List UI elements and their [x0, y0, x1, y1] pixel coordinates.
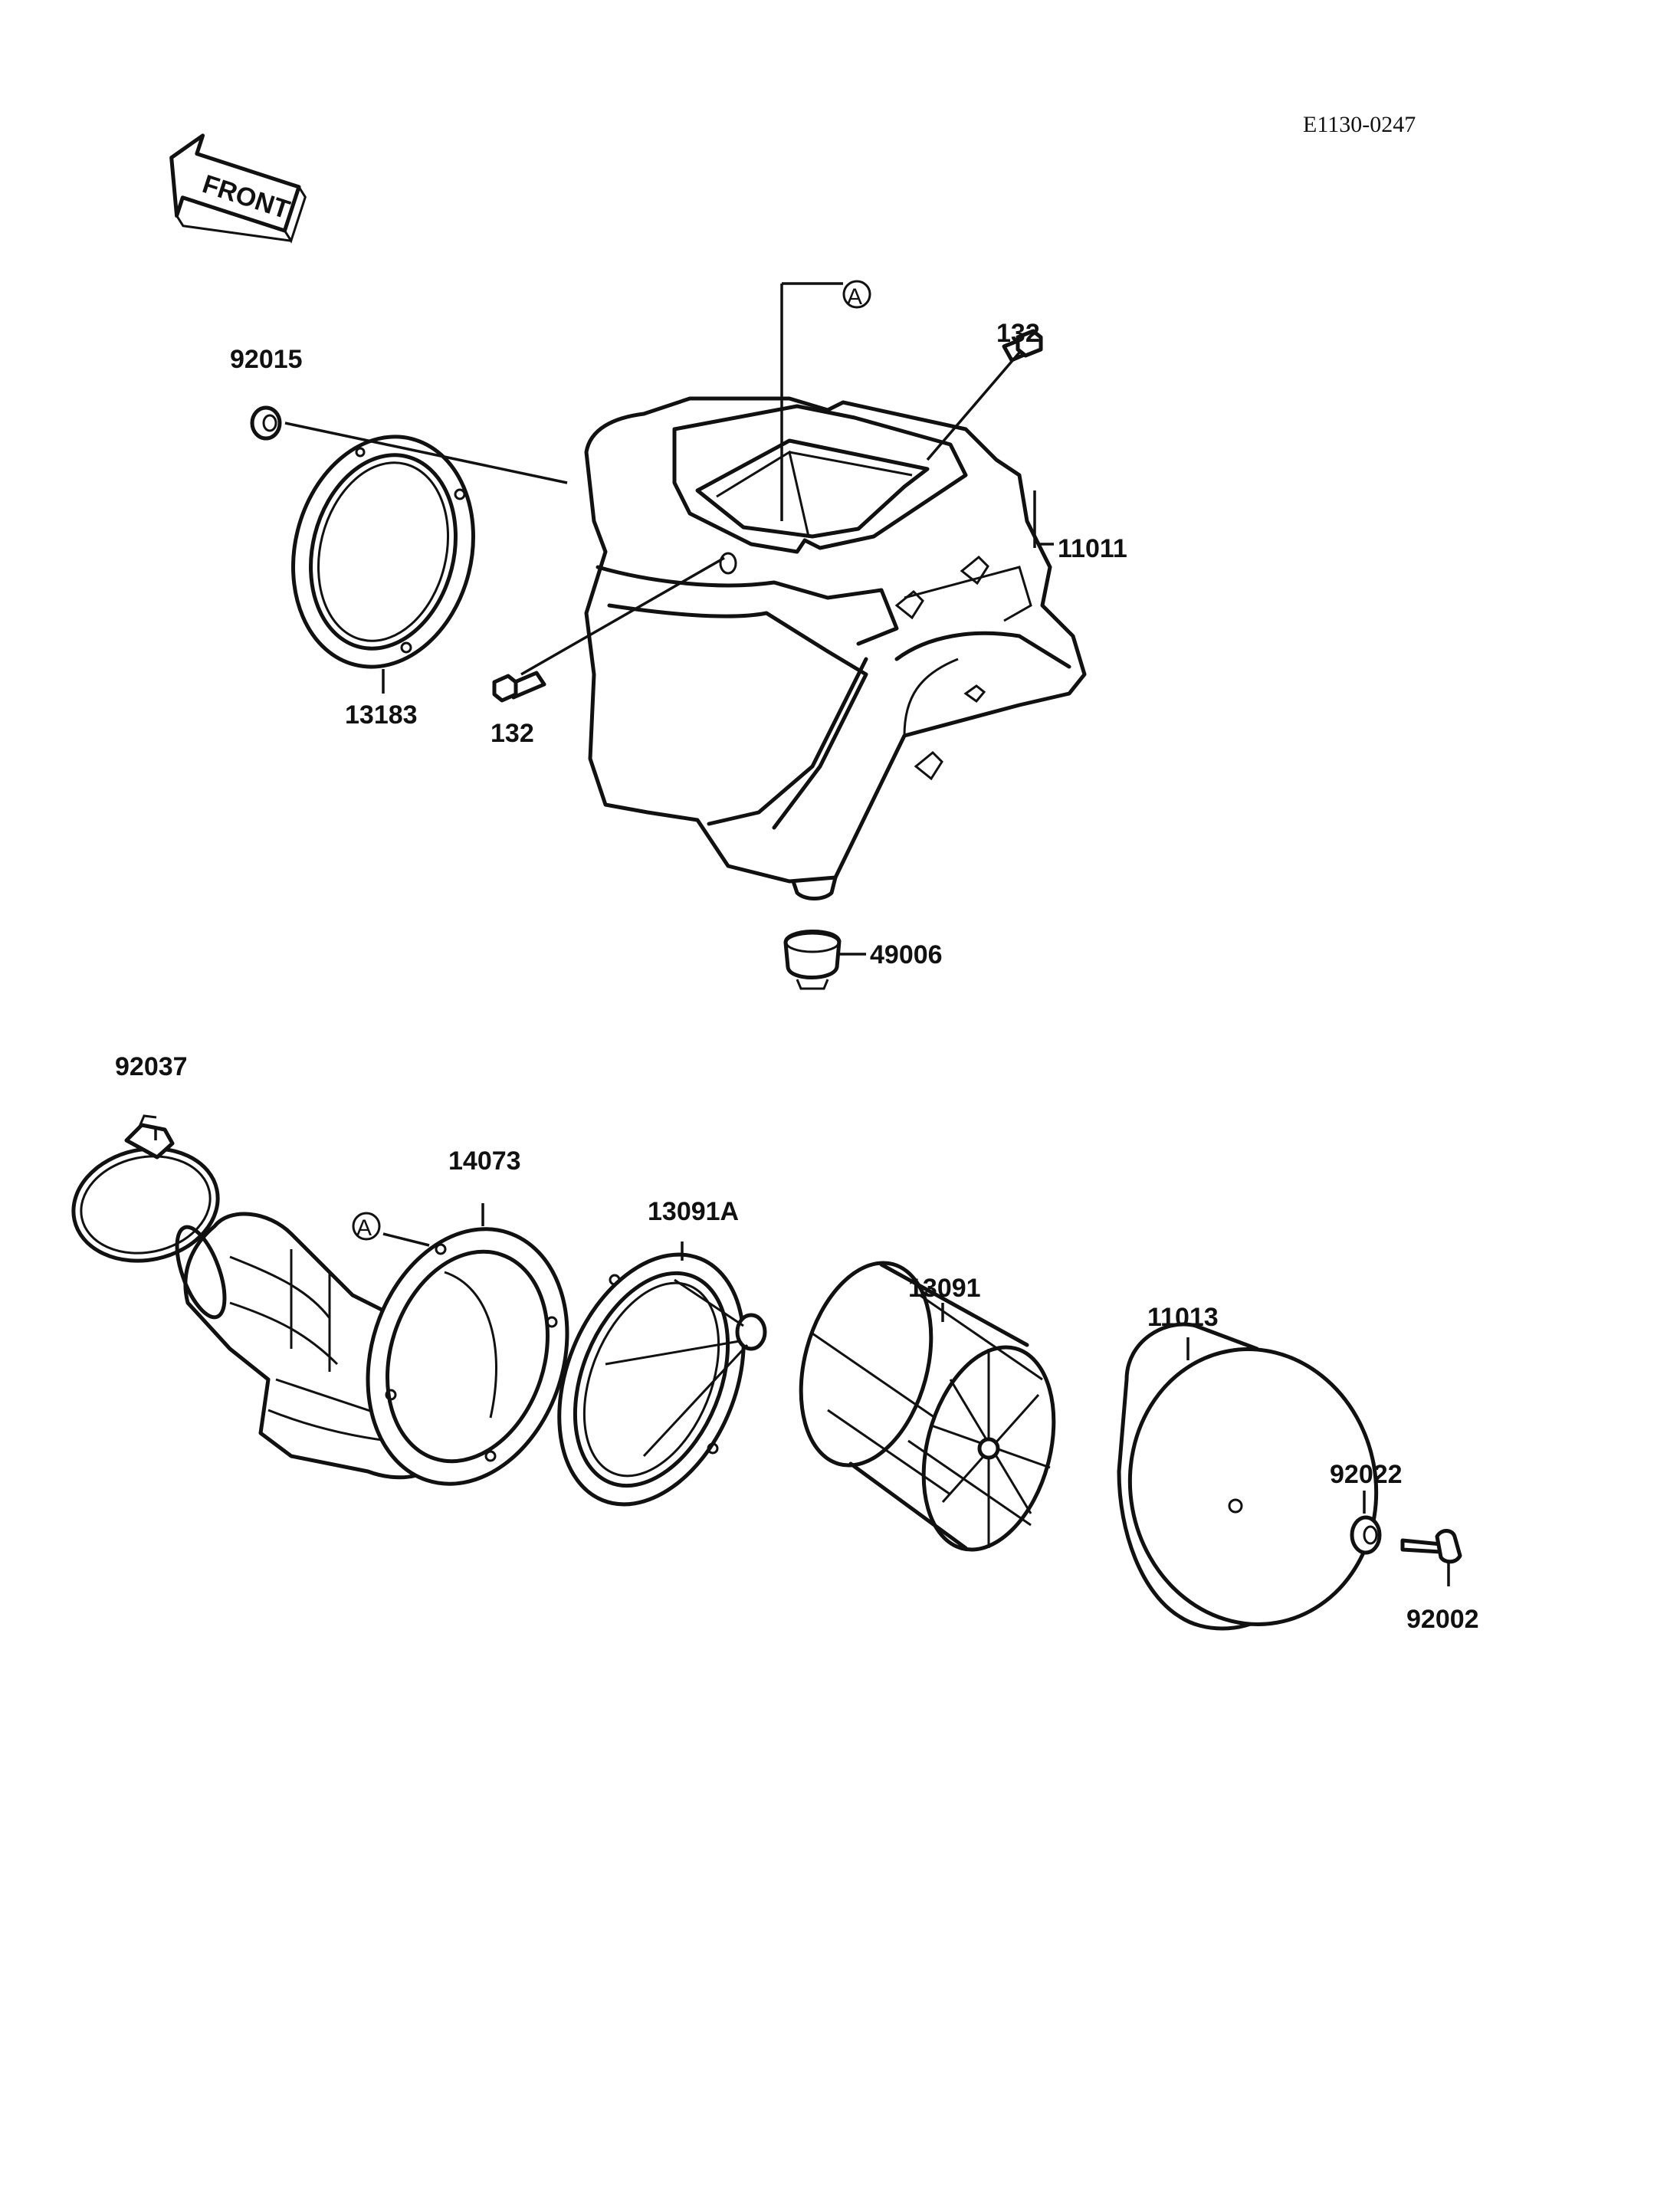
washer-92022 [1350, 1515, 1382, 1555]
label-13091A: 13091A [648, 1197, 739, 1226]
bolt-132-mid [492, 671, 546, 703]
label-132-mid: 132 [491, 719, 534, 748]
marker-a-bottom-label: A [356, 1215, 372, 1241]
marker-a-top-label: A [847, 284, 862, 310]
label-14073: 14073 [448, 1146, 521, 1176]
air-box-housing [584, 396, 1087, 900]
label-13183: 13183 [345, 700, 418, 730]
grommet-92015 [250, 405, 282, 441]
bolt-132-top [1002, 329, 1043, 362]
filter-plate-13091A [557, 1252, 767, 1507]
clamp-92037 [71, 1114, 220, 1263]
drain-cap-49006 [783, 929, 842, 990]
label-92037: 92037 [115, 1052, 188, 1081]
filter-frame-13091 [799, 1261, 1056, 1552]
flange-plate-14073 [366, 1227, 569, 1486]
label-92002: 92002 [1406, 1605, 1479, 1634]
label-11011: 11011 [1058, 534, 1127, 563]
filter-element-11013 [1117, 1322, 1379, 1631]
label-132-top: 132 [996, 319, 1040, 348]
label-92015: 92015 [230, 345, 303, 374]
reference-marker-a-bottom: A [352, 1212, 381, 1241]
label-11013: 11013 [1147, 1303, 1219, 1332]
ring-gasket-13183 [291, 435, 475, 669]
reference-marker-a-top: A [842, 280, 871, 310]
wing-bolt-92002 [1400, 1529, 1462, 1564]
label-92022: 92022 [1330, 1460, 1403, 1489]
label-13091: 13091 [908, 1274, 981, 1303]
front-arrow-icon: FRONT [169, 133, 307, 244]
diagram-code: E1130-0247 [1303, 112, 1416, 137]
label-49006: 49006 [870, 940, 943, 969]
